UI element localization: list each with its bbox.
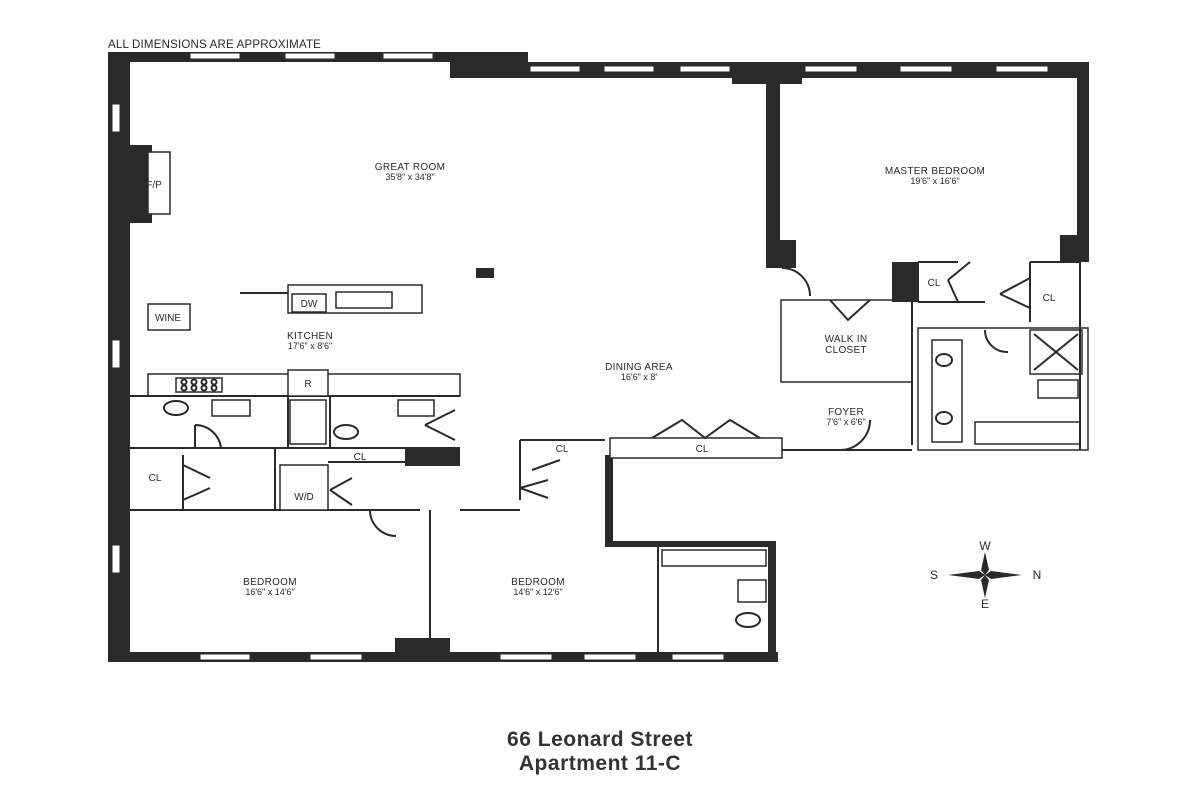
kitchen-dims: 17'6" x 8'6" bbox=[288, 341, 332, 351]
range-label: R bbox=[304, 379, 311, 390]
closet-label-mid: CL bbox=[556, 444, 569, 455]
kitchen-label: KITCHEN bbox=[287, 331, 333, 342]
compass-s: S bbox=[930, 568, 938, 582]
foyer-label: FOYER bbox=[828, 407, 864, 418]
washer-dryer-label: W/D bbox=[294, 492, 313, 503]
dining-area-dims: 16'6" x 8' bbox=[621, 372, 657, 382]
doors bbox=[182, 261, 1031, 537]
windows bbox=[111, 52, 1049, 661]
great-room-dims: 35'8" x 34'8" bbox=[385, 172, 434, 182]
master-bedroom-label: MASTER BEDROOM bbox=[885, 166, 985, 177]
fixtures bbox=[163, 291, 1079, 628]
wine-label: WINE bbox=[155, 313, 181, 324]
fireplace-label: F/P bbox=[146, 180, 162, 191]
compass-e: E bbox=[981, 597, 989, 611]
walk-in-closet-label-1: WALK IN bbox=[825, 334, 868, 345]
bedroom-mid-dims: 14'6" x 12'6" bbox=[513, 587, 562, 597]
approximate-note: ALL DIMENSIONS ARE APPROXIMATE bbox=[108, 39, 321, 51]
master-bedroom-dims: 19'6" x 16'6" bbox=[910, 176, 959, 186]
closet-label-master-1: CL bbox=[928, 278, 941, 289]
compass-rose: W S N E bbox=[930, 539, 1041, 611]
dishwasher bbox=[291, 293, 327, 313]
address-line-2: Apartment 11-C bbox=[518, 752, 682, 775]
exterior-walls bbox=[108, 52, 1089, 662]
foyer-dims: 7'6" x 6'6" bbox=[826, 417, 865, 427]
closet-label-left: CL bbox=[149, 473, 162, 484]
bedroom-left-dims: 16'6" x 14'6" bbox=[245, 587, 294, 597]
closet-label-master-2: CL bbox=[1043, 293, 1056, 304]
closet-label-hall: CL bbox=[354, 452, 367, 463]
bedroom-left-label: BEDROOM bbox=[243, 577, 297, 588]
dining-area-label: DINING AREA bbox=[605, 362, 673, 373]
closet-label-dining: CL bbox=[696, 444, 709, 455]
compass-w: W bbox=[979, 539, 991, 553]
walk-in-closet-label-2: CLOSET bbox=[825, 345, 867, 356]
address-line-1: 66 Leonard Street bbox=[507, 728, 693, 751]
great-room-label: GREAT ROOM bbox=[375, 162, 445, 173]
bedroom-mid-label: BEDROOM bbox=[511, 577, 565, 588]
dishwasher-label: DW bbox=[301, 299, 318, 310]
compass-n: N bbox=[1033, 568, 1042, 582]
